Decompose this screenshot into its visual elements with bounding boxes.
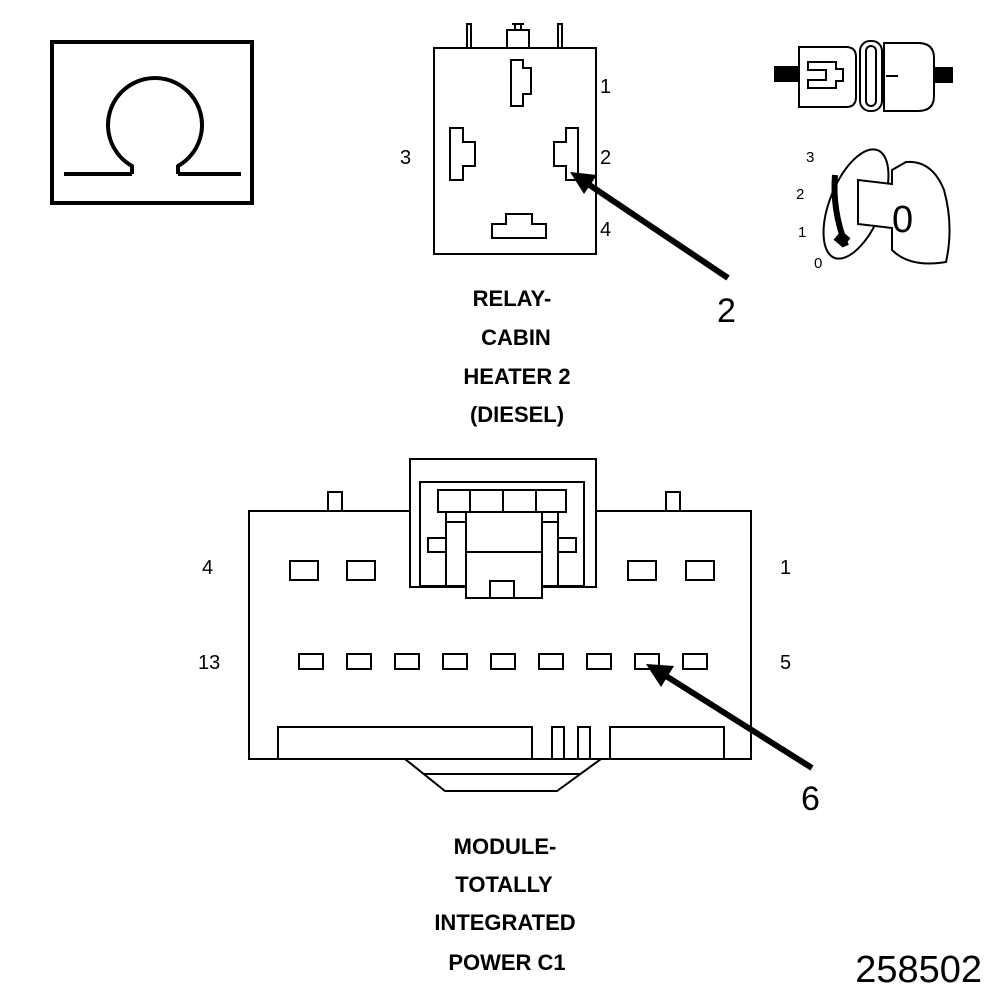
module-cavity-1 xyxy=(685,560,715,581)
module-caption-line-3: INTEGRATED xyxy=(434,910,575,935)
module-cavity-4 xyxy=(289,560,319,581)
module-pin-5-label: 5 xyxy=(780,652,791,674)
relay-terminal-3 xyxy=(449,127,476,181)
module-connector xyxy=(248,458,752,792)
module-pin-4-label: 4 xyxy=(202,557,213,579)
connector-plug-icon xyxy=(774,40,953,112)
module-cavity-13 xyxy=(298,653,324,670)
module-cavity-8 xyxy=(538,653,564,670)
module-pin-13-label: 13 xyxy=(198,652,220,674)
relay-caption-line-3: HEATER 2 xyxy=(463,364,570,389)
module-cavity-7 xyxy=(586,653,612,670)
module-cavity-3 xyxy=(346,560,376,581)
ignition-switch-icon xyxy=(822,148,951,265)
relay-pin-3-label: 3 xyxy=(400,147,411,169)
relay-terminal-1 xyxy=(510,59,532,107)
ignition-position-0: 0 xyxy=(814,255,822,272)
ignition-position-1: 1 xyxy=(798,224,806,241)
relay-caption-line-2: CABIN xyxy=(481,325,551,350)
module-caption-line-4: POWER C1 xyxy=(448,950,565,975)
module-cavity-2 xyxy=(627,560,657,581)
module-caption-line-2: TOTALLY xyxy=(455,872,553,897)
ohm-icon xyxy=(50,40,254,205)
module-caption-line-1: MODULE- xyxy=(454,834,557,859)
module-callout-arrow xyxy=(646,664,814,771)
relay-connector xyxy=(433,23,597,255)
relay-terminal-2 xyxy=(553,127,579,181)
relay-pin-2-label: 2 xyxy=(600,147,611,169)
ignition-key-label: 0 xyxy=(892,199,913,241)
relay-pin-1-label: 1 xyxy=(600,76,611,98)
module-pin-1-label: 1 xyxy=(780,557,791,579)
module-cavity-10 xyxy=(442,653,468,670)
relay-terminal-4 xyxy=(491,213,547,239)
module-cavity-11 xyxy=(394,653,420,670)
relay-caption-line-4: (DIESEL) xyxy=(470,402,564,427)
relay-caption-line-1: RELAY- xyxy=(473,286,552,311)
ignition-position-3: 3 xyxy=(806,149,814,166)
module-cavity-12 xyxy=(346,653,372,670)
module-callout-number: 6 xyxy=(801,780,820,818)
module-cavity-5 xyxy=(682,653,708,670)
figure-id: 258502 xyxy=(855,949,982,991)
ignition-position-2: 2 xyxy=(796,186,804,203)
relay-pin-4-label: 4 xyxy=(600,219,611,241)
relay-callout-arrow xyxy=(570,172,730,281)
module-cavity-9 xyxy=(490,653,516,670)
relay-callout-number: 2 xyxy=(717,292,736,330)
